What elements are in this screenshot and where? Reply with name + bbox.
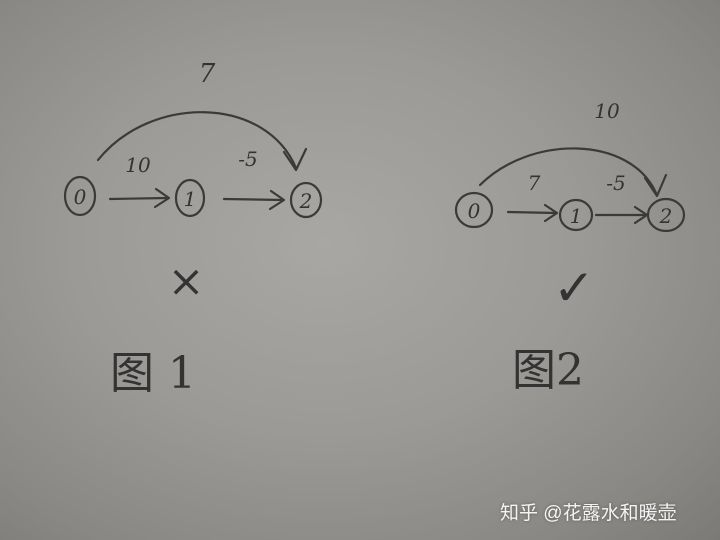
fig1-edge-0-1: 10 — [108, 153, 171, 209]
fig2-node-1: 1 — [558, 198, 594, 232]
fig1-node-2-label: 2 — [299, 189, 313, 213]
fig2-edge-0-2: 10 — [478, 99, 668, 198]
fig1-edge-0-2-arrowhead — [282, 147, 308, 172]
fig1-edge-0-2: 7 — [96, 59, 308, 172]
fig1-edge-0-2-weight: 7 — [199, 59, 216, 89]
fig1-edge-1-2-weight: -5 — [238, 147, 257, 171]
fig2-caption: 图2 — [512, 345, 584, 396]
figure-2: 0 1 2 7 -5 10 ✓ 图2 — [454, 99, 686, 396]
fig1-node-1-label: 1 — [184, 187, 197, 211]
fig2-edge-1-2-arrowhead — [633, 205, 649, 225]
fig1-edge-0-1-weight: 10 — [125, 153, 151, 177]
fig1-node-1: 1 — [174, 178, 206, 218]
fig1-caption: 图 1 — [110, 348, 196, 399]
fig2-node-1-label: 1 — [570, 204, 583, 228]
fig2-node-0: 0 — [454, 191, 494, 229]
fig1-node-0: 0 — [63, 175, 97, 217]
fig2-edge-1-2-weight: -5 — [606, 171, 625, 195]
fig2-edge-0-2-weight: 10 — [594, 99, 620, 123]
fig1-node-0-label: 0 — [74, 185, 87, 209]
fig2-edge-0-1-arrowhead — [543, 203, 559, 223]
watermark-text: 知乎 @花露水和暖壶 — [500, 503, 677, 524]
fig1-cross-mark: × — [168, 256, 205, 307]
figure-1: 0 1 2 10 -5 7 × 图 1 — [63, 59, 323, 399]
fig1-edge-1-2-arrowhead — [268, 189, 286, 211]
fig1-edge-1-2: -5 — [222, 147, 286, 211]
fig1-edge-0-1-arrowhead — [153, 187, 171, 209]
fig2-node-2: 2 — [646, 197, 686, 233]
fig2-check-mark: ✓ — [553, 259, 595, 317]
fig2-edge-0-1: 7 — [506, 171, 559, 223]
fig2-edge-0-2-arrowhead — [643, 173, 668, 198]
fig2-edge-0-1-weight: 7 — [528, 171, 541, 195]
fig1-node-2: 2 — [289, 181, 323, 219]
fig2-edge-1-2: -5 — [594, 171, 649, 225]
fig2-node-0-label: 0 — [468, 199, 481, 223]
fig2-node-2-label: 2 — [659, 204, 673, 228]
